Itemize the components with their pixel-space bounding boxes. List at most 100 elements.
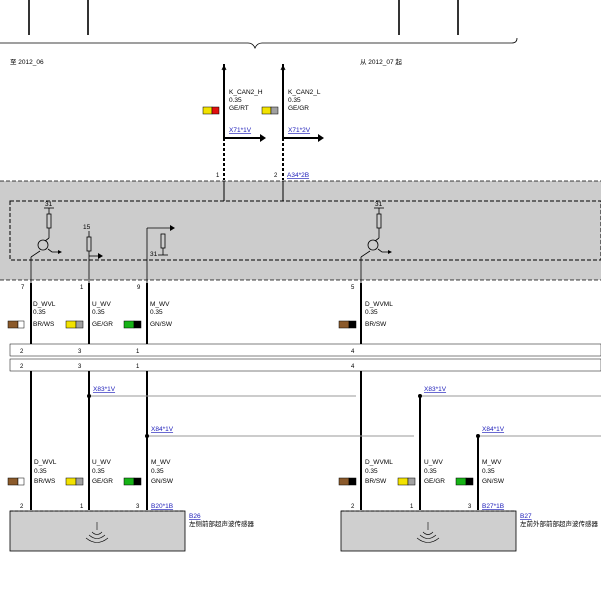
upper-wire-2-swatch-gray [75,320,84,329]
upper-wire-3-size: 0.35 [150,309,163,316]
control-module-body [0,181,601,280]
can-high-size: 0.35 [229,97,242,104]
lower-left-1-swatch-white [17,477,25,486]
row2-pin-b: 3 [78,364,82,370]
lower-right-3-swatch-green [455,477,467,486]
internal-circuit-supply [86,231,98,283]
splice-right-u[interactable]: X83*1V [424,386,447,393]
left-sensor-pin-c: 3 [136,504,140,510]
ultrasonic-icon [85,522,109,543]
module-connector-link[interactable]: A34*2B [287,172,309,179]
splice-left-u[interactable]: X83*1V [93,386,116,393]
lower-left-1-size: 0.35 [34,468,47,475]
lower-left-3-size: 0.35 [151,468,164,475]
upper-wire-2-swatch-yellow [65,320,77,329]
lower-right-3-swatch-black [465,477,474,486]
internal-circuit-ground [146,227,170,283]
can-high-pin: 1 [216,173,220,179]
upper-wire-1-swatch-brown [7,320,19,329]
module-pin-3: 9 [137,285,141,291]
right-sensor-id[interactable]: B27 [520,513,532,520]
lower-right-2-name: U_WV [424,459,443,466]
right-ground-label: 31 [375,201,383,208]
can-low-pin: 2 [274,173,278,179]
upper-wire-1-name: D_WVL [33,301,56,308]
module-pin-1: 7 [21,285,25,291]
ground-label-2: 31 [150,251,158,258]
module-pin-4: 5 [351,285,355,291]
upper-wire-3-color: GN/SW [150,321,173,328]
lower-left-2-swatch-gray [75,477,84,486]
lower-left-1-name: D_WVL [34,459,57,466]
lower-right-1-swatch-black [348,477,357,486]
row1-pin-c: 1 [136,349,140,355]
splice-right-m[interactable]: X84*1V [482,426,505,433]
upper-wire-4-swatch-brown [338,320,350,329]
row1-pin-b: 3 [78,349,82,355]
left-sensor-connector[interactable]: B20*1B [151,503,173,510]
upper-wire-4-size: 0.35 [365,309,378,316]
lower-left-2-name: U_WV [92,459,111,466]
connector-row-1 [9,343,601,357]
row2-pin-a: 2 [20,364,24,370]
left-sensor-id[interactable]: B26 [189,513,201,520]
lower-right-3-name: M_WV [482,459,502,466]
lower-left-1-swatch-brown [7,477,19,486]
lower-right-1-swatch-brown [338,477,350,486]
supply-label: 15 [83,224,91,231]
splice-dots [87,394,480,438]
left-ground-label: 31 [45,201,53,208]
left-sensor-pin-a: 2 [20,504,24,510]
splice-left-m[interactable]: X84*1V [151,426,174,433]
can-low-swatch-gray [270,106,279,115]
right-variant-caption: 从 2012_07 起 [360,58,402,66]
can-high-link[interactable]: X71*1V [229,127,252,134]
upper-wire-1-color: BR/WS [33,321,55,328]
row2-pin-c: 1 [136,364,140,370]
top-wire-stubs [28,0,459,35]
module-pin-2: 1 [80,285,84,291]
splice-lines [89,395,601,437]
right-sensor-description: 左前外部前部超声波传感器 [520,519,599,528]
right-sensor-body [340,510,517,552]
can-low-swatch-yellow [261,106,272,115]
right-sensor-pin-b: 1 [410,504,414,510]
upper-wire-2-size: 0.35 [92,309,105,316]
left-sensor-body [9,510,186,552]
can-high-swatch-yellow [202,106,213,115]
upper-wire-1-size: 0.35 [33,309,46,316]
row1-pin-d: 4 [351,349,355,355]
lower-left-3-name: M_WV [151,459,171,466]
left-sensor-description: 左侧前部超声波传感器 [189,519,255,528]
connector-row-2 [9,358,601,372]
variant-brace [0,37,518,50]
can-low-size: 0.35 [288,97,301,104]
lower-left-1-color: BR/WS [34,478,56,485]
lower-left-2-size: 0.35 [92,468,105,475]
upper-wire-1-swatch-white [17,320,25,329]
upper-wire-3-swatch-green [123,320,135,329]
lower-right-1-color: BR/SW [365,478,387,485]
lower-right-2-size: 0.35 [424,468,437,475]
can-low-link[interactable]: X71*2V [288,127,311,134]
upper-wire-4-swatch-black [348,320,357,329]
can-high-name: K_CAN2_H [229,89,263,96]
upper-wire-4-color: BR/SW [365,321,387,328]
upper-wire-3-swatch-black [133,320,142,329]
lower-right-2-swatch-yellow [397,477,409,486]
right-sensor-connector[interactable]: B27*1B [482,503,504,510]
left-sensor-pin-b: 1 [80,504,84,510]
module-internal-box [9,200,601,261]
row1-pin-a: 2 [20,349,24,355]
upper-wire-3-name: M_WV [150,301,170,308]
lower-left-2-swatch-yellow [65,477,77,486]
lower-right-2-color: GE/GR [424,478,445,485]
upper-wire-2-name: U_WV [92,301,111,308]
lower-right-3-color: GN/SW [482,478,505,485]
can-low-name: K_CAN2_L [288,89,321,96]
internal-circuit-left [30,207,60,283]
left-variant-caption: 至 2012_06 [10,58,44,66]
can-high-color: GE/RT [229,105,249,112]
can-wires [221,64,324,180]
